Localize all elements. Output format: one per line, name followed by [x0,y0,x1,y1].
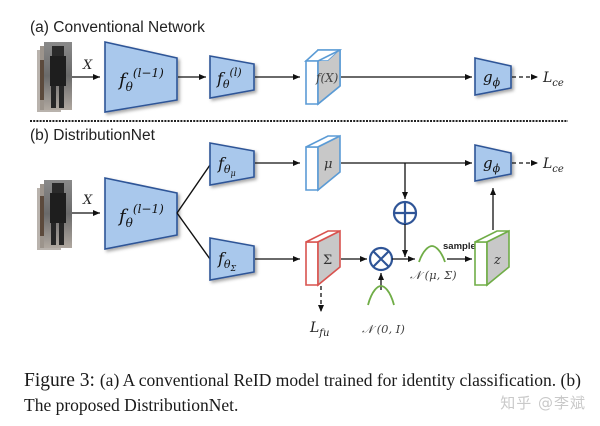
z-feature-label: z [493,253,501,268]
mu-branch-block: fθμ [209,142,255,186]
watermark: 知乎 @李斌 [500,394,586,412]
caption-label: Figure 3: [24,370,95,391]
classifier-block-b: gϕ [474,144,512,182]
distribution-label: 𝒩 (μ, Σ) [410,268,457,282]
layer-block-a: fθ(l) [209,55,255,99]
mu-feature-block: μ [305,134,341,192]
sigma-branch-label: fθΣ [217,249,237,273]
z-feature-block: z [474,229,510,287]
sigma-feature-label: Σ [323,253,332,268]
sigma-feature-block: Σ [305,229,341,287]
standard-normal-label: 𝒩 (0, I) [362,322,405,336]
layer-label-a: fθ(l) [216,66,242,91]
input-label-b: X [82,193,93,208]
diagram: (a) Conventional Network X fθ(l−1) fθ(l)… [30,19,568,339]
distribution-curve-icon [418,245,446,263]
sigma-branch-block: fθΣ [209,237,255,281]
mu-feature-label: μ [324,157,332,172]
standard-normal-curve-icon [367,285,395,306]
caption-text: (a) A conventional ReID model trained fo… [24,370,581,415]
feature-label-a: f(X) [315,71,339,85]
input-image-stack-a [37,42,72,112]
classifier-block-a: gϕ [474,57,512,96]
panel-b-title: (b) DistributionNet [30,127,156,144]
backbone-block-a: fθ(l−1) [104,41,178,113]
multiply-operator [368,246,394,272]
loss-ce-b: Lce [542,156,564,175]
figure-caption: Figure 3: (a) A conventional ReID model … [24,368,584,418]
mu-branch-label: fθμ [217,154,236,178]
input-image-stack-b [37,180,72,250]
branch-line-mu [176,164,211,214]
feature-block-a: f(X) [303,49,343,106]
branch-line-sigma [176,212,211,260]
input-label-a: X [82,58,93,73]
loss-ce-a: Lce [542,70,564,89]
backbone-block-b: fθ(l−1) [104,177,178,250]
panel-a-title: (a) Conventional Network [30,19,205,36]
add-operator [392,200,418,226]
classifier-label-b: gϕ [483,154,501,175]
sample-label: sample [443,241,476,252]
loss-fu: Lfu [309,320,329,339]
classifier-label-a: gϕ [483,68,501,89]
